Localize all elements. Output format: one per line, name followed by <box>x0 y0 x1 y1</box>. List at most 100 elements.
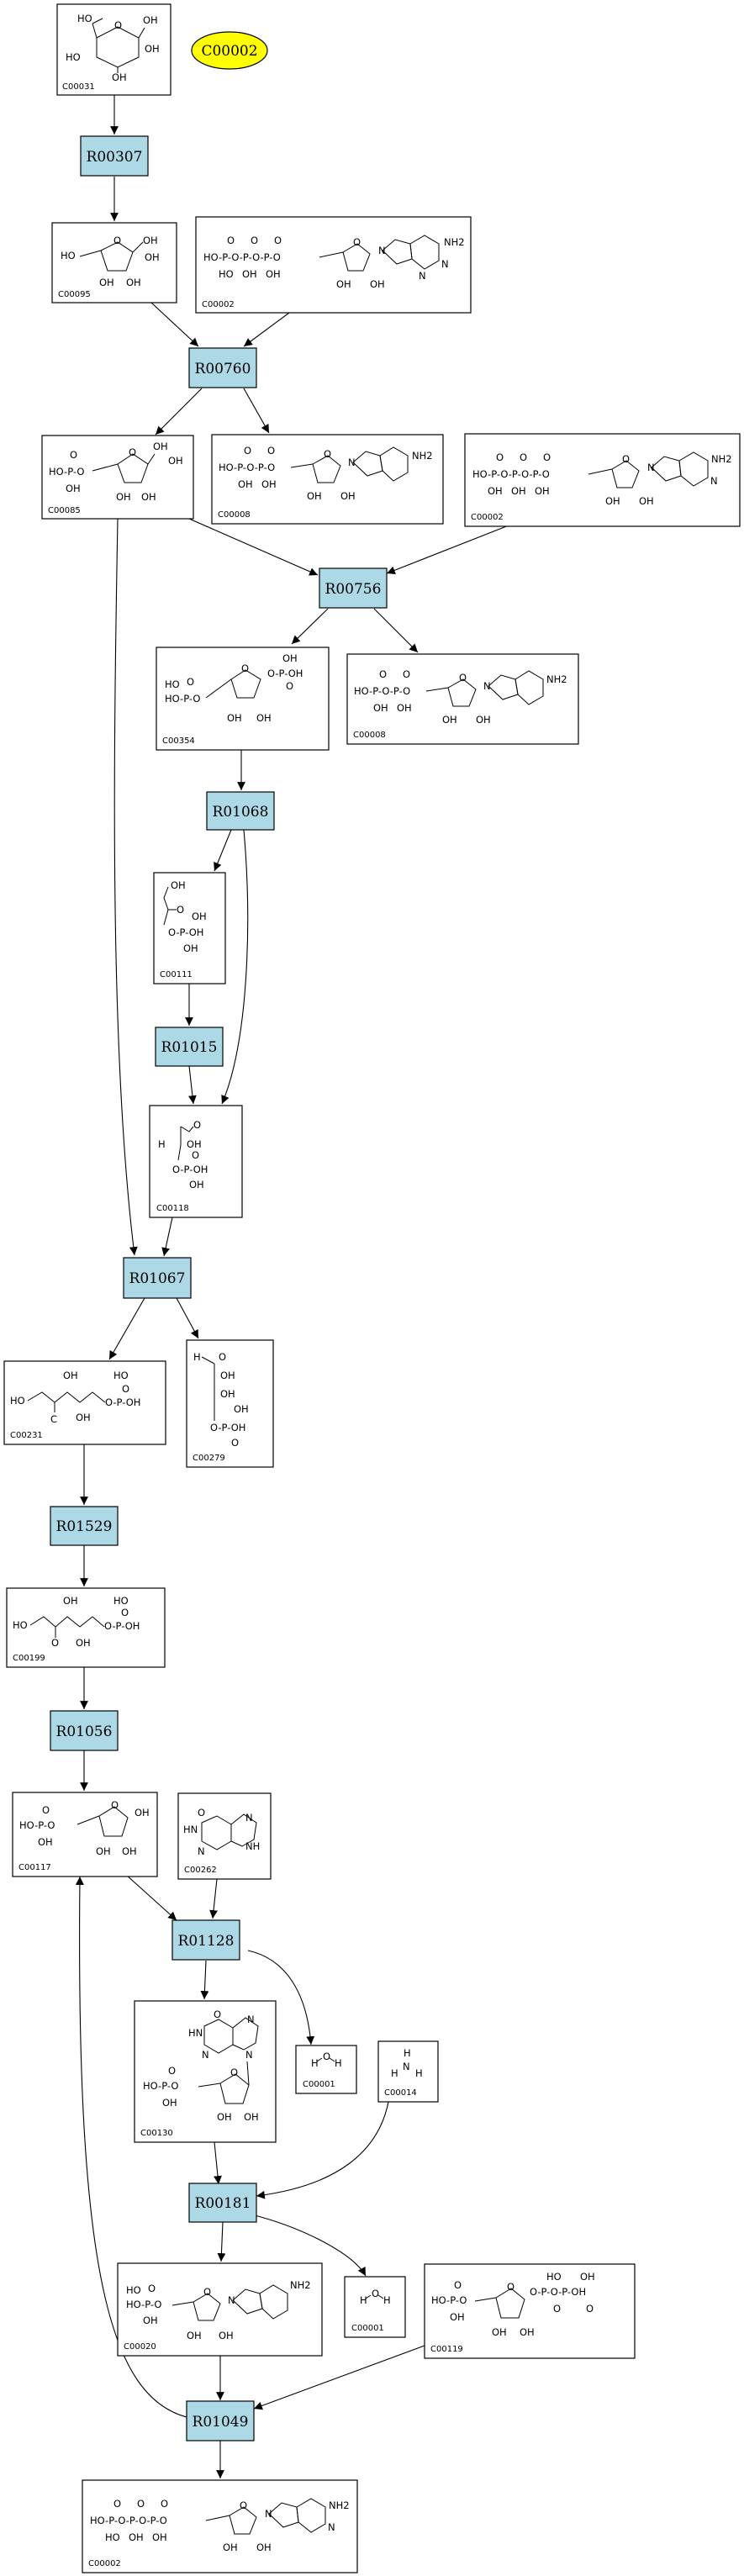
compound-node-c00002-c[interactable]: HO-P-O-P-O-P-O O O O HO OH OH O OH OH N … <box>82 2479 358 2573</box>
structure-glucose: HO O OH OH HO OH <box>66 13 160 83</box>
svg-text:HO: HO <box>10 1395 25 1407</box>
compound-node-c00008-b[interactable]: HO-P-O-P-O O O OH OH O OH OH N NH2 C0000… <box>346 653 579 745</box>
svg-text:N: N <box>202 2049 209 2061</box>
svg-text:OH: OH <box>183 942 198 954</box>
reaction-node-r01068[interactable]: R01068 <box>206 791 275 831</box>
structure-adp: HO-P-O-P-O O O OH OH O OH OH N NH2 <box>354 668 567 726</box>
svg-text:OH: OH <box>192 911 207 922</box>
svg-text:O: O <box>113 2498 121 2510</box>
svg-text:H: H <box>404 2047 411 2059</box>
compound-node-c00001-b[interactable]: H O H C00001 <box>344 2276 406 2338</box>
svg-text:HO: HO <box>113 1595 129 1607</box>
structure-fructose-bisphosphate: HO-P-O HO O O O-P-OH OH O OH OH <box>165 652 303 724</box>
reaction-node-r00756[interactable]: R00756 <box>319 567 388 609</box>
compound-node-c00008-a[interactable]: HO-P-O-P-O O O OH OH O OH OH N NH2 C0000… <box>211 434 444 525</box>
reaction-node-r01056[interactable]: R01056 <box>50 1710 119 1751</box>
svg-text:OH: OH <box>244 2111 259 2123</box>
svg-text:O: O <box>114 19 122 31</box>
svg-text:O: O <box>520 451 527 463</box>
svg-text:OH: OH <box>234 1403 249 1415</box>
compound-node-c00031[interactable]: HO O OH OH HO OH C00031 <box>56 3 171 96</box>
svg-text:OH: OH <box>141 491 156 503</box>
compound-id: C00119 <box>430 2345 463 2354</box>
edge-c00085-r00756 <box>188 518 319 576</box>
edge-r01049-c00117 <box>75 1876 187 2418</box>
svg-text:HO-P-O-P-O-P-O: HO-P-O-P-O-P-O <box>472 468 550 480</box>
svg-text:O: O <box>507 2281 514 2293</box>
reaction-node-r01015[interactable]: R01015 <box>155 1027 224 1067</box>
svg-text:O: O <box>121 1607 129 1618</box>
highlighted-compound[interactable]: C00002 <box>191 31 268 70</box>
reaction-label: R00756 <box>325 581 382 598</box>
svg-text:HO-P-O: HO-P-O <box>165 693 200 705</box>
svg-text:O-P-O-P-OH: O-P-O-P-OH <box>530 2286 586 2298</box>
structure-gap: O H OH O-P-OH O OH <box>158 1119 208 1190</box>
reaction-node-r00181[interactable]: R00181 <box>188 2183 257 2223</box>
svg-text:H: H <box>158 1138 166 1150</box>
svg-text:NH2: NH2 <box>329 2499 350 2511</box>
reaction-label: R01128 <box>178 1933 235 1950</box>
compound-node-c00085[interactable]: HO-P-O O OH O OH OH OH OH C00085 <box>41 435 194 520</box>
svg-text:O: O <box>267 445 275 457</box>
reaction-node-r01049[interactable]: R01049 <box>186 2400 255 2441</box>
compound-node-c00117[interactable]: HO-P-O O OH O OH OH OH C00117 <box>12 1792 158 1877</box>
compound-node-c00002-b[interactable]: HO-P-O-P-O-P-O O O O OH OH OH O OH OH N … <box>464 433 741 527</box>
svg-text:OH: OH <box>261 478 277 490</box>
highlight-label: C00002 <box>201 43 257 60</box>
reaction-node-r01128[interactable]: R01128 <box>171 1919 240 1961</box>
svg-text:OH: OH <box>96 1845 111 1857</box>
compound-node-c00001-a[interactable]: H O H C00001 <box>295 2045 357 2094</box>
compound-node-c00199[interactable]: HO O OH OH O-P-OH HO O C00199 <box>6 1587 166 1668</box>
svg-text:OH: OH <box>488 485 503 497</box>
svg-text:O: O <box>286 680 293 692</box>
compound-id: C00001 <box>351 2324 384 2333</box>
svg-text:HO: HO <box>126 2284 141 2296</box>
edge-r01067-c00231 <box>108 1297 145 1360</box>
svg-text:H: H <box>383 2294 391 2306</box>
structure-amp: HO-P-O O HO OH O OH OH N NH2 <box>126 2279 311 2341</box>
svg-text:O: O <box>214 2009 221 2020</box>
compound-node-c00014[interactable]: H N H H C00014 <box>377 2040 439 2103</box>
compound-node-c00130[interactable]: O HN N N N HO-P-O O OH O OH OH C00130 <box>134 2000 277 2143</box>
compound-node-c00111[interactable]: OH O O-P-OH OH OH C00111 <box>153 872 226 984</box>
reaction-label: R01067 <box>129 1270 186 1287</box>
compound-node-c00231[interactable]: HO C OH OH O-P-OH HO O C00231 <box>3 1360 166 1445</box>
svg-text:N: N <box>647 462 655 473</box>
edge-c00095-r00760 <box>150 302 199 347</box>
compound-node-c00119[interactable]: HO-P-O O OH O O-P-O-P-OH HO OH O O OH OH… <box>424 2263 636 2359</box>
svg-text:O: O <box>177 904 184 916</box>
compound-node-c00002-a[interactable]: HO-P-O-P-O-P-O O O O HO OH OH O OH OH N … <box>195 216 472 314</box>
compound-id: C00002 <box>471 513 504 522</box>
svg-text:N: N <box>403 2061 410 2072</box>
compound-node-c00118[interactable]: O H OH O-P-OH O OH C00118 <box>149 1105 243 1218</box>
compound-node-c00262[interactable]: O HN N N NH C00262 <box>177 1792 272 1880</box>
svg-text:O: O <box>230 2067 238 2078</box>
compound-id: C00002 <box>88 2559 121 2568</box>
svg-text:NH2: NH2 <box>444 236 465 248</box>
svg-text:HO-P-O: HO-P-O <box>19 1819 55 1831</box>
svg-text:H: H <box>415 2067 423 2079</box>
svg-text:O: O <box>274 235 282 246</box>
reaction-node-r00307[interactable]: R00307 <box>80 135 149 177</box>
svg-text:HO: HO <box>61 250 76 261</box>
compound-node-c00020[interactable]: HO-P-O O HO OH O OH OH N NH2 C00020 <box>117 2262 323 2357</box>
svg-text:N: N <box>710 475 718 487</box>
svg-text:OH: OH <box>476 714 491 726</box>
svg-text:O: O <box>187 676 194 688</box>
svg-text:O: O <box>193 1119 201 1131</box>
svg-text:O-P-OH: O-P-OH <box>104 1620 140 1632</box>
reaction-label: R01529 <box>56 1518 113 1535</box>
edge-c00262-r01128 <box>209 1878 218 1919</box>
compound-id: C00130 <box>140 2129 173 2138</box>
reaction-node-r01529[interactable]: R01529 <box>50 1506 119 1546</box>
reaction-node-r01067[interactable]: R01067 <box>123 1257 192 1299</box>
svg-text:OH: OH <box>511 485 526 497</box>
compound-node-c00279[interactable]: H O OH OH OH O-P-OH O C00279 <box>186 1339 274 1468</box>
svg-text:OH: OH <box>171 879 186 891</box>
svg-text:HO-P-O: HO-P-O <box>49 466 84 478</box>
reaction-label: R01056 <box>56 1723 113 1740</box>
compound-node-c00354[interactable]: HO-P-O HO O O O-P-OH OH O OH OH C00354 <box>156 647 330 751</box>
reaction-node-r00760[interactable]: R00760 <box>188 347 257 388</box>
compound-node-c00095[interactable]: O HO OH OH OH OH C00095 <box>51 222 177 304</box>
svg-text:H: H <box>193 1351 201 1363</box>
